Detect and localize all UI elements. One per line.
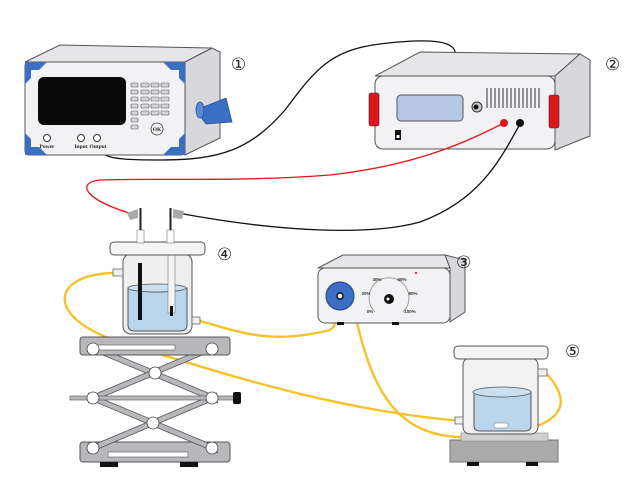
label-device-4: ④ [217,245,232,265]
dial-label-60: 60% [397,277,406,282]
tilt-handle[interactable] [195,97,233,125]
tube-beaker4-to-pump [199,307,337,338]
power-knob[interactable] [43,134,51,142]
dial-label-100: 100% [404,309,416,314]
label-device-1: ① [231,55,246,75]
dial-label-0: 0% [367,309,374,314]
reaction-cell [109,208,206,335]
dial-label-40: 40% [372,277,381,282]
stir-bar [493,422,509,429]
outlet-port [191,316,201,325]
red-wire [86,122,505,215]
black-wire [177,123,521,231]
output-label: Output [89,144,106,150]
reservoir-on-stirrer [449,345,559,466]
ok-button[interactable] [150,122,164,136]
vent-grille [486,88,540,108]
lab-jack [69,336,241,467]
right-clip [173,209,184,219]
right-handle [548,94,560,129]
inlet-port [112,268,124,277]
reservoir-lid [453,345,549,360]
power-label: Power [40,144,56,150]
input-knob[interactable] [77,134,85,142]
output-knob[interactable] [93,134,101,142]
jack-crank-knob[interactable] [233,392,241,404]
left-clip [127,209,138,220]
power-supply [368,51,591,151]
function-generator: OK Power Input Output [24,44,233,156]
left-handle [368,92,380,127]
peristaltic-pump: 0% 20% 40% 60% 80% 100% [317,254,466,325]
label-device-2: ② [605,55,620,75]
generator-screen [38,77,126,125]
input-label: Input [74,144,87,150]
black-terminal[interactable] [516,119,524,127]
working-electrode [138,263,142,320]
dial-label-20: 20% [361,291,370,296]
speed-dial-arc [368,277,410,313]
counter-electrode [167,254,176,314]
label-device-5: ⑤ [565,342,580,362]
keypad[interactable] [130,82,170,130]
dial-label-80: 80% [408,291,417,296]
magnetic-stirrer [449,439,559,463]
red-terminal[interactable] [500,119,508,127]
signal-cable [96,40,456,161]
power-supply-display [396,94,464,122]
ok-label: OK [153,127,162,133]
cell-lid [109,241,206,256]
label-device-3: ③ [456,253,471,273]
